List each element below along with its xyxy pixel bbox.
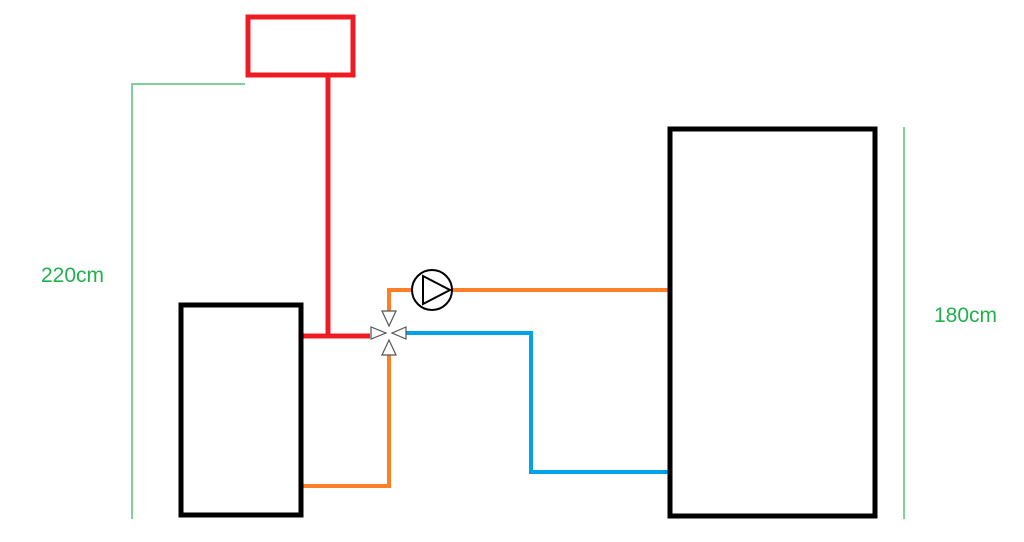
orange-return-pipe <box>302 350 391 488</box>
orange-pump-inlet-pipe <box>387 288 412 318</box>
boiler-unit <box>178 302 304 518</box>
expansion-tank <box>245 14 356 78</box>
right-height-label: 180cm <box>934 304 998 327</box>
blue-return-pipe <box>405 331 668 474</box>
left-height-label: 220cm <box>41 264 105 287</box>
pump-icon <box>411 269 453 311</box>
four-way-valve-icon <box>370 310 407 356</box>
storage-tank <box>667 126 878 519</box>
left-dimension-line <box>131 83 245 519</box>
